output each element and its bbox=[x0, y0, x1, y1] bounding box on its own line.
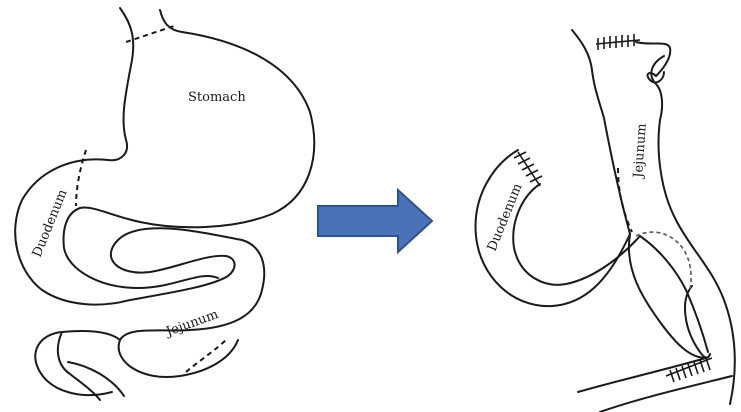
jejunum-lower-after bbox=[629, 234, 706, 358]
anastomosis-dashed-line bbox=[618, 168, 632, 232]
right-arrow-icon bbox=[318, 190, 432, 252]
after-anatomy: Duodenum Jejunum bbox=[476, 30, 735, 412]
jejunum-loop bbox=[111, 228, 264, 377]
lesser-curvature bbox=[15, 8, 133, 305]
esophago-jejunal-suture bbox=[596, 34, 640, 50]
esophagus-outline bbox=[572, 30, 630, 234]
jejunal-limb-top bbox=[636, 42, 670, 76]
jejunal-transection-line bbox=[186, 338, 228, 372]
jejunal-anastomosis-suture bbox=[666, 358, 712, 382]
jejunal-limb-right-wall bbox=[651, 56, 734, 404]
pyloric-transection-line bbox=[76, 150, 86, 206]
duodenum-label-after: Duodenum bbox=[485, 181, 526, 253]
jejunum-outline bbox=[35, 331, 120, 395]
jejunum-tail bbox=[58, 332, 100, 400]
jejunum-label-before: Jejunum bbox=[162, 307, 220, 340]
stomach-outline bbox=[64, 10, 315, 288]
duodenal-stump-suture bbox=[514, 152, 542, 186]
stomach-label: Stomach bbox=[188, 90, 246, 105]
internal-dashed-line bbox=[636, 232, 691, 290]
jejunal-hook bbox=[648, 72, 664, 82]
before-anatomy: Stomach Duodenum Jejunum bbox=[15, 8, 314, 400]
jejunum-label-after: Jejunum bbox=[631, 123, 650, 180]
